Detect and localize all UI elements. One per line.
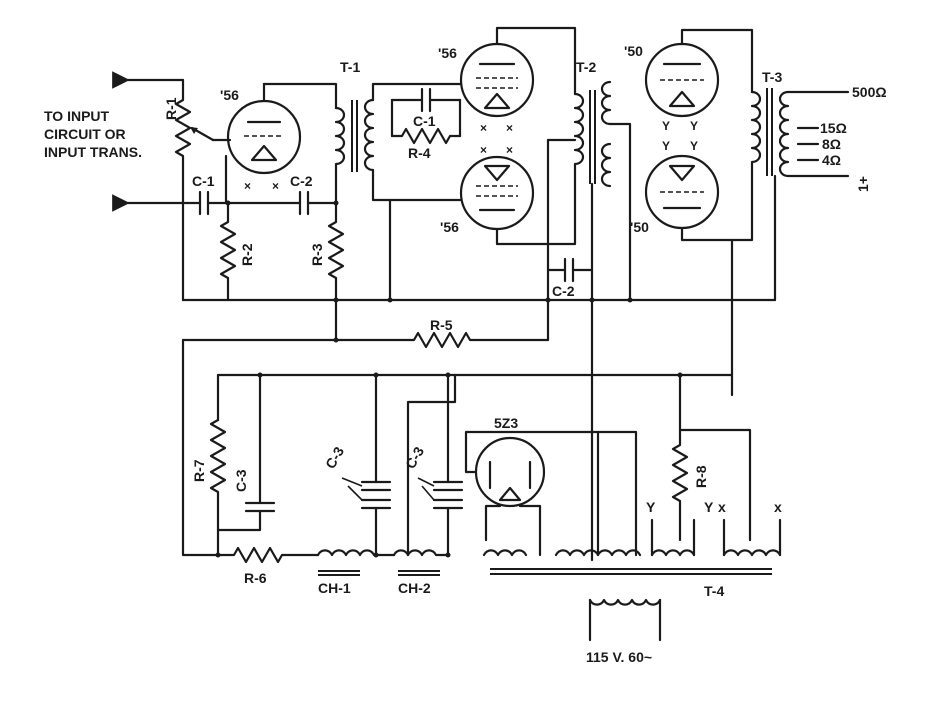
svg-text:T-4: T-4 (704, 583, 724, 599)
tube-v1-label: '56 (220, 87, 239, 103)
tube-v3-label: '56 (440, 219, 459, 235)
junction-dots (215, 200, 683, 558)
tube-v1: × × '56 (220, 82, 302, 193)
tap-common-label: 1+ (855, 176, 871, 192)
svg-text:INPUT TRANS.: INPUT TRANS. (44, 144, 142, 160)
r6-resistor: R-6 (216, 546, 320, 586)
r2-resistor: R-2 (219, 201, 255, 302)
svg-text:Y: Y (690, 119, 698, 133)
tube-v2: '56 × × (438, 42, 535, 135)
svg-text:C-3: C-3 (402, 444, 427, 472)
svg-text:C-3: C-3 (233, 469, 249, 492)
svg-text:Y: Y (662, 139, 670, 153)
c2-mid-capacitor: C-2 (546, 257, 594, 299)
tap-4-label: 4Ω (822, 152, 841, 168)
svg-text:×: × (480, 121, 487, 135)
svg-text:C-2: C-2 (290, 173, 313, 189)
svg-text:CIRCUIT OR: CIRCUIT OR (44, 126, 126, 142)
svg-text:R-3: R-3 (309, 243, 325, 266)
tube-v2-label: '56 (438, 45, 457, 61)
svg-text:×: × (244, 179, 251, 193)
svg-text:R-2: R-2 (239, 243, 255, 266)
ch2-choke: CH-2 (392, 549, 450, 596)
mains-leads (588, 598, 662, 642)
svg-text:CH-2: CH-2 (398, 580, 431, 596)
svg-text:C-2: C-2 (552, 283, 575, 299)
tube-v4-label: '50 (624, 43, 643, 59)
input-label: TO INPUT CIRCUIT OR INPUT TRANS. (44, 108, 142, 160)
r1-potentiometer: R-1 (163, 78, 215, 302)
mark-y-2: Y (704, 499, 714, 515)
c3-capacitor-1: C-3 (216, 373, 276, 532)
svg-text:×: × (506, 143, 513, 157)
t1-transformer: T-1 (334, 59, 375, 205)
svg-text:Y: Y (690, 139, 698, 153)
svg-text:C-1: C-1 (192, 173, 215, 189)
svg-text:R-8: R-8 (693, 465, 709, 488)
tap-500-label: 500Ω (852, 84, 887, 100)
tube-v3: '56 × × (440, 143, 535, 235)
svg-text:R-7: R-7 (191, 459, 207, 482)
tube-v4: '50 Y Y (624, 42, 720, 133)
t2-transformer: T-2 (573, 59, 612, 188)
ch1-choke: CH-1 (316, 549, 378, 596)
tube-v5-label: '50 (630, 219, 649, 235)
r3-resistor: R-3 (309, 201, 345, 302)
svg-text:×: × (272, 179, 279, 193)
v1-plate-wire (262, 82, 338, 110)
svg-text:CH-1: CH-1 (318, 580, 351, 596)
mains-label: 115 V. 60~ (586, 649, 652, 665)
t4-transformer: T-4 (482, 549, 782, 606)
r4-resistor: R-4 (390, 127, 462, 161)
svg-text:R-5: R-5 (430, 317, 453, 333)
svg-text:TO INPUT: TO INPUT (44, 108, 110, 124)
svg-text:R-1: R-1 (163, 97, 179, 120)
svg-text:×: × (506, 121, 513, 135)
mark-y-1: Y (646, 499, 656, 515)
mark-x-1: x (718, 499, 726, 515)
c1-left-capacitor: C-1 (192, 173, 215, 216)
tap-8-label: 8Ω (822, 136, 841, 152)
rectifier-label: 5Z3 (494, 415, 518, 431)
r7-resistor: R-7 (191, 418, 227, 557)
svg-text:Y: Y (662, 119, 670, 133)
svg-text:T-2: T-2 (576, 59, 596, 75)
c2-left-capacitor: C-2 (290, 173, 313, 216)
t3-transformer: T-3 (750, 69, 790, 178)
rectifier-5z3: 5Z3 (474, 415, 546, 508)
svg-text:C-1: C-1 (413, 113, 436, 129)
tube-v5: '50 Y Y (630, 139, 720, 235)
svg-text:×: × (480, 143, 487, 157)
svg-text:C-3: C-3 (322, 444, 347, 472)
c1-mid-capacitor: C-1 (390, 87, 462, 129)
svg-text:R-6: R-6 (244, 570, 267, 586)
tap-15-label: 15Ω (820, 120, 847, 136)
r8-resistor: R-8 (671, 373, 709, 542)
svg-text:T-1: T-1 (340, 59, 360, 75)
svg-text:R-4: R-4 (408, 145, 431, 161)
r5-resistor: R-5 (334, 298, 550, 349)
mark-x-2: x (774, 499, 782, 515)
svg-text:T-3: T-3 (762, 69, 782, 85)
c3-capacitor-2: C-3 (322, 373, 392, 557)
